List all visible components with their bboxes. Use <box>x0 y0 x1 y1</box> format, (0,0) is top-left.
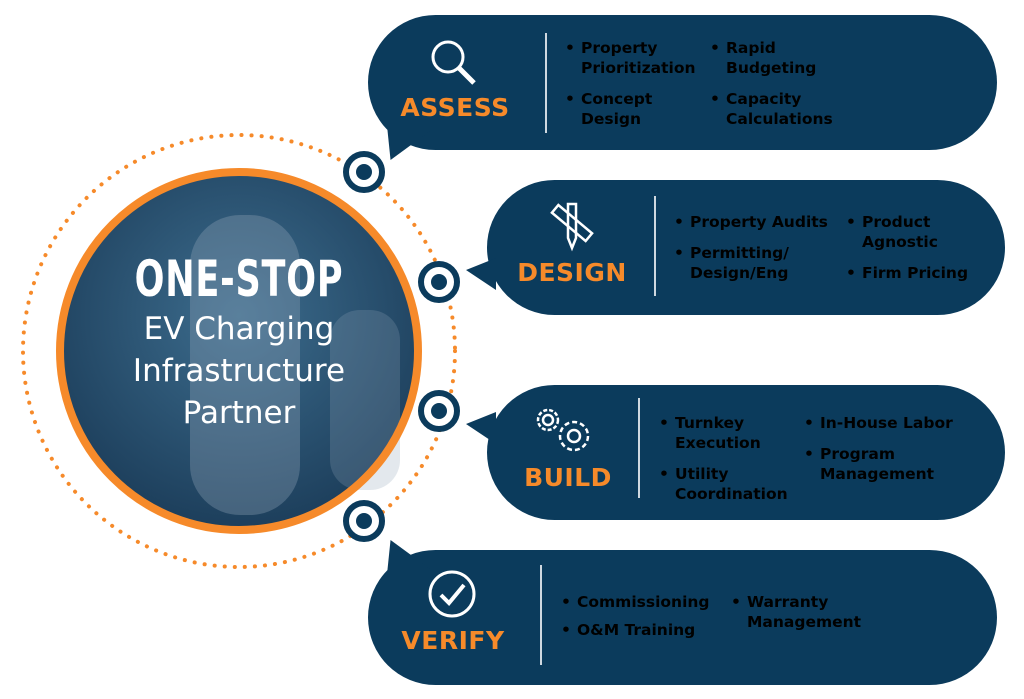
build-col-1: Turnkey Execution Utility Coordination <box>659 413 799 515</box>
verify-col-2: Warranty Management <box>731 592 881 643</box>
list-item: Property Audits <box>674 212 844 232</box>
list-item: Product Agnostic <box>846 212 952 252</box>
verify-title: VERIFY <box>401 626 505 655</box>
list-item: Property Prioritization <box>565 38 705 78</box>
photo-circle <box>63 175 415 527</box>
design-col-1: Property Audits Permitting/ Design/Eng <box>674 212 844 294</box>
target-icon <box>343 500 385 542</box>
list-item: Commissioning <box>561 592 731 612</box>
list-item: In-House Labor <box>804 413 974 433</box>
list-item: Capacity Calculations <box>710 89 850 129</box>
headline: ONE-STOP <box>134 250 344 308</box>
subtitle-line-3: Partner <box>182 395 296 431</box>
divider <box>638 398 640 498</box>
dotted-ring <box>21 133 457 569</box>
orange-ring <box>56 168 422 534</box>
list-item: Concept Design <box>565 89 705 129</box>
list-item: Utility Coordination <box>659 464 805 504</box>
charger-silhouette <box>190 215 300 515</box>
pencil-ruler-icon <box>550 202 594 252</box>
checkmark-circle-icon <box>428 570 476 618</box>
verify-bubble <box>368 550 997 685</box>
center-title: ONE-STOP EV Charging Infrastructure Part… <box>56 168 422 534</box>
build-tail <box>466 412 496 444</box>
divider <box>545 33 547 133</box>
gears-icon <box>536 408 590 452</box>
list-item: Program Management <box>804 444 950 484</box>
target-icon <box>343 151 385 193</box>
design-tail <box>466 258 496 290</box>
list-item: Permitting/ Design/Eng <box>674 243 805 283</box>
assess-col-2: Rapid Budgeting Capacity Calculations <box>710 38 850 140</box>
list-item: Warranty Management <box>731 592 881 632</box>
design-col-2: Product Agnostic Firm Pricing <box>846 212 986 294</box>
list-item: Rapid Budgeting <box>710 38 850 78</box>
build-col-2: In-House Labor Program Management <box>804 413 974 495</box>
assess-title: ASSESS <box>400 93 510 122</box>
target-icon <box>418 390 460 432</box>
build-title: BUILD <box>524 463 612 492</box>
subtitle-line-1: EV Charging <box>143 311 335 347</box>
list-item: O&M Training <box>561 620 731 640</box>
divider <box>654 196 656 296</box>
subtitle-line-2: Infrastructure <box>132 353 346 389</box>
divider <box>540 565 542 665</box>
list-item: Turnkey Execution <box>659 413 775 453</box>
magnifier-icon <box>431 40 476 85</box>
verify-col-1: Commissioning O&M Training <box>561 592 731 651</box>
target-icon <box>418 261 460 303</box>
design-title: DESIGN <box>517 258 627 287</box>
list-item: Firm Pricing <box>846 263 986 283</box>
assess-col-1: Property Prioritization Concept Design <box>565 38 705 140</box>
